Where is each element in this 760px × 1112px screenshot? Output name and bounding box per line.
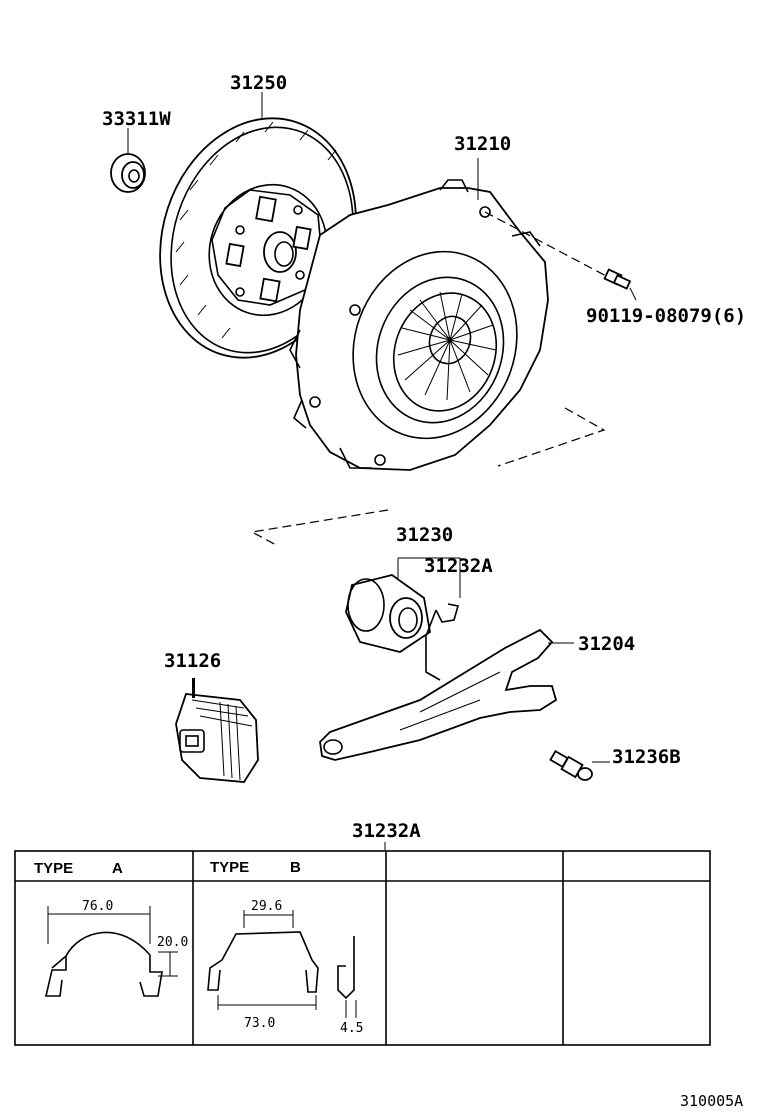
hub-clip-drawing <box>425 603 460 681</box>
clip-type-table <box>14 850 711 1046</box>
part-label-31232a-clip: 31232A <box>424 555 493 577</box>
part-label-31250: 31250 <box>230 72 287 94</box>
type-a-clip-drawing <box>44 906 178 997</box>
type-a-height-dim: 20.0 <box>157 935 188 950</box>
type-b-clip-drawing <box>207 910 357 1018</box>
table-title: 31232A <box>352 820 421 842</box>
part-label-31236b: 31236B <box>612 746 681 768</box>
part-label-33311w: 33311W <box>102 108 171 130</box>
part-label-31126: 31126 <box>164 650 221 672</box>
type-b-width-dim: 73.0 <box>244 1016 275 1031</box>
type-a-width-dim: 76.0 <box>82 899 113 914</box>
alignment-lines <box>250 211 611 547</box>
clutch-cover-drawing <box>289 158 549 471</box>
type-a-value: A <box>112 860 123 877</box>
release-fork-boot-drawing <box>175 678 259 783</box>
pilot-bearing-drawing <box>110 128 146 193</box>
part-label-31204: 31204 <box>578 633 635 655</box>
part-label-31230: 31230 <box>396 524 453 546</box>
type-b-top-dim: 29.6 <box>251 899 282 914</box>
part-label-90119-08079: 90119-08079(6) <box>586 305 746 327</box>
figure-id: 310005A <box>680 1092 743 1110</box>
type-b-label: TYPE <box>210 859 249 876</box>
part-label-31210: 31210 <box>454 133 511 155</box>
type-b-thickness-dim: 4.5 <box>340 1021 363 1036</box>
bolt-drawing <box>603 268 637 301</box>
type-b-value: B <box>290 859 301 876</box>
release-fork-drawing <box>319 628 574 761</box>
ball-stud-drawing <box>549 749 610 781</box>
release-bearing-drawing <box>345 557 461 653</box>
type-a-label: TYPE <box>34 860 73 877</box>
